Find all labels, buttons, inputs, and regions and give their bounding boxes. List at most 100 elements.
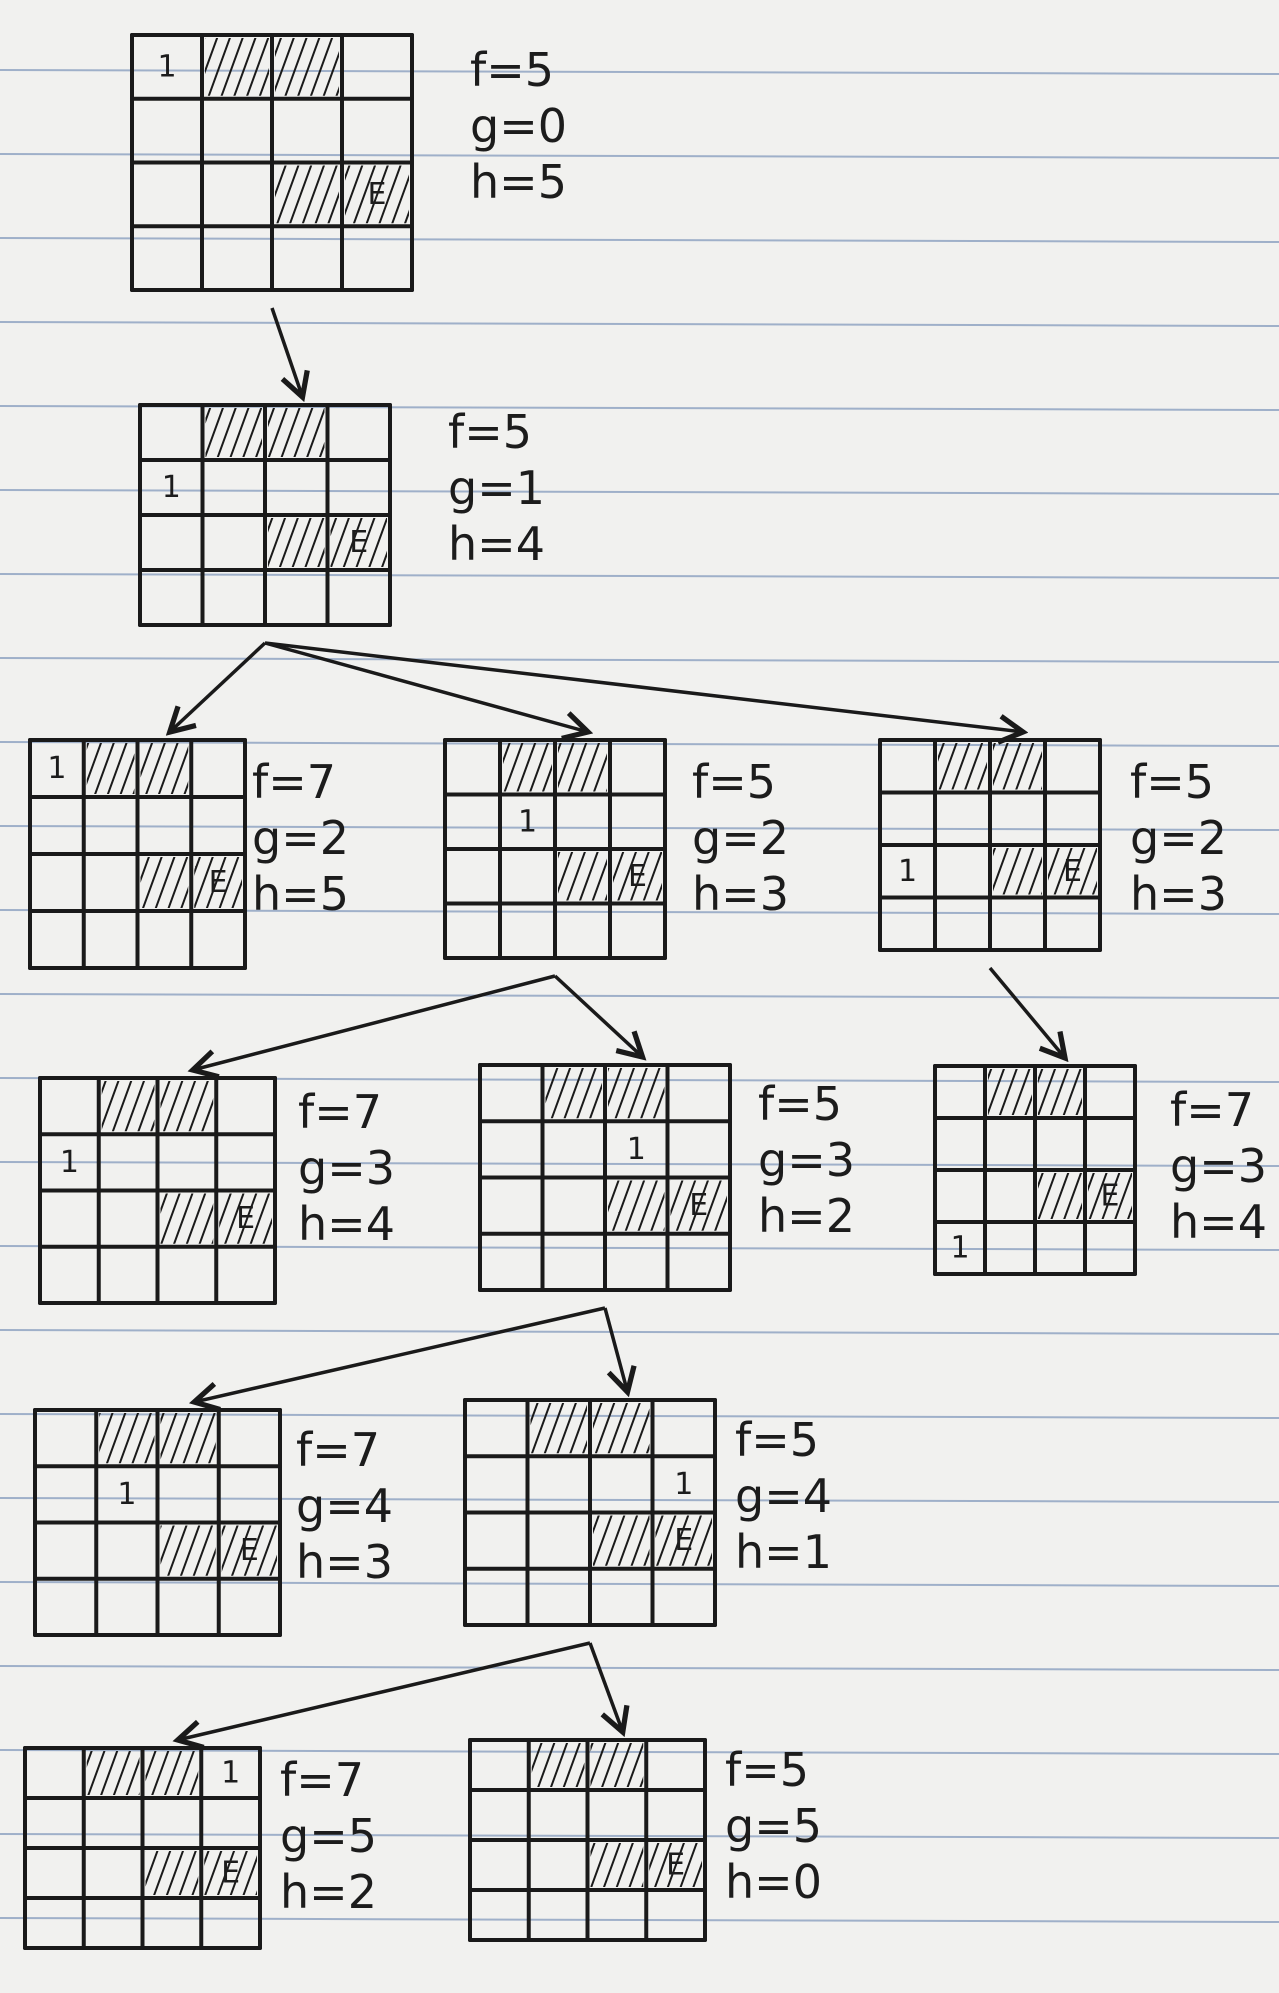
tree-edge-arrow <box>264 641 1023 732</box>
h-value: h=2 <box>758 1189 855 1243</box>
g-value: g=0 <box>470 99 567 153</box>
wall-cell <box>558 743 607 792</box>
wall-cell <box>160 1081 214 1132</box>
f-value: f=5 <box>1130 755 1214 809</box>
ruled-line <box>0 825 1279 831</box>
ruled-line <box>0 69 1279 75</box>
wall-cell <box>608 1068 665 1119</box>
g-value: g=2 <box>252 811 349 865</box>
f-value: f=5 <box>448 405 532 459</box>
ruled-line <box>0 1665 1279 1671</box>
agent-position-label: 1 <box>627 1132 646 1167</box>
wall-cell <box>99 1413 155 1464</box>
goal-label: E <box>209 865 228 900</box>
ruled-line <box>0 237 1279 243</box>
agent-position-label: 1 <box>60 1145 79 1180</box>
wall-cell <box>593 1403 650 1454</box>
goal-label: E <box>628 859 647 894</box>
goal-label: E <box>1101 1179 1120 1214</box>
tree-edge-arrow <box>553 974 643 1057</box>
wall-cell <box>268 408 325 457</box>
tree-edge-arrow <box>270 307 303 397</box>
wall-cell <box>86 743 135 794</box>
goal-label: E <box>236 1201 255 1236</box>
wall-cell <box>275 38 339 96</box>
wall-cell <box>590 1743 644 1787</box>
f-value: f=5 <box>470 43 554 97</box>
search-tree-edges <box>170 307 1065 1740</box>
tree-edge-arrow <box>588 1642 623 1732</box>
goal-label: E <box>349 525 368 560</box>
agent-position-label: 1 <box>674 1467 693 1502</box>
goal-label: E <box>240 1533 259 1568</box>
h-value: h=5 <box>252 867 349 921</box>
g-value: g=5 <box>280 1809 377 1863</box>
search-node: E1f=5g=2h=3 <box>443 738 789 960</box>
g-value: g=3 <box>298 1141 395 1195</box>
wall-cell <box>1088 1173 1132 1219</box>
wall-cell <box>145 1751 199 1795</box>
wall-cell <box>101 1081 155 1132</box>
tree-edge-arrow <box>194 1306 606 1402</box>
g-value: g=3 <box>758 1133 855 1187</box>
tree-edge-arrow <box>193 974 556 1070</box>
wall-cell <box>993 848 1042 895</box>
wall-cell <box>345 165 409 224</box>
wall-cell <box>1038 1173 1082 1219</box>
wall-cell <box>219 1193 272 1244</box>
wall-cell <box>988 1069 1032 1115</box>
search-node: E1f=7g=3h=4 <box>933 1064 1267 1276</box>
search-node: E 1 f=7g=3h=4 <box>38 1076 395 1305</box>
wall-cell <box>608 1180 665 1231</box>
f-value: f=7 <box>252 755 336 809</box>
ruled-line <box>0 993 1279 999</box>
agent-position-label: 1 <box>518 804 537 839</box>
search-node: E1f=5g=1h=4 <box>138 403 545 627</box>
tree-edge-arrow <box>264 641 588 732</box>
ruled-line <box>0 741 1279 747</box>
g-value: g=4 <box>735 1469 832 1523</box>
agent-position-label: 1 <box>950 1231 969 1266</box>
tree-edge-arrow <box>988 966 1065 1058</box>
goal-label: E <box>221 1856 240 1891</box>
f-value: f=7 <box>296 1423 380 1477</box>
wall-cell <box>205 38 269 96</box>
wall-cell <box>1038 1069 1082 1115</box>
f-value: f=5 <box>758 1077 842 1131</box>
goal-label: E <box>689 1188 708 1223</box>
wall-cell <box>593 1515 650 1566</box>
search-node: E 1 f=5g=3h=2 <box>478 1063 855 1292</box>
h-value: h=2 <box>280 1865 377 1919</box>
agent-position-label: 1 <box>221 1756 240 1791</box>
h-value: h=4 <box>298 1197 395 1251</box>
wall-cell <box>649 1843 702 1887</box>
ruled-line <box>0 1917 1279 1923</box>
f-value: f=5 <box>692 755 776 809</box>
g-value: g=2 <box>692 811 789 865</box>
g-value: g=2 <box>1130 811 1227 865</box>
h-value: h=5 <box>470 155 567 209</box>
tree-edge-arrow <box>170 641 267 732</box>
wall-cell <box>558 852 607 901</box>
search-node: Ef=5g=5h=0 <box>468 1738 822 1942</box>
ruled-line <box>0 1581 1279 1587</box>
search-node: E1f=5g=4h=1 <box>463 1398 832 1627</box>
tree-edge-arrow <box>178 1641 591 1740</box>
wall-cell <box>160 1193 214 1244</box>
wall-cell <box>160 1413 216 1464</box>
agent-position-label: 1 <box>157 49 176 84</box>
f-value: f=7 <box>298 1085 382 1139</box>
wall-cell <box>275 165 339 224</box>
wall-cell <box>205 408 262 457</box>
ruled-line <box>0 573 1279 579</box>
wall-cell <box>330 518 387 567</box>
h-value: h=3 <box>1130 867 1227 921</box>
search-node: E1f=7g=4h=3 <box>33 1408 393 1637</box>
wall-cell <box>86 1751 140 1795</box>
ruled-line <box>0 1833 1279 1839</box>
wall-cell <box>204 1851 257 1895</box>
